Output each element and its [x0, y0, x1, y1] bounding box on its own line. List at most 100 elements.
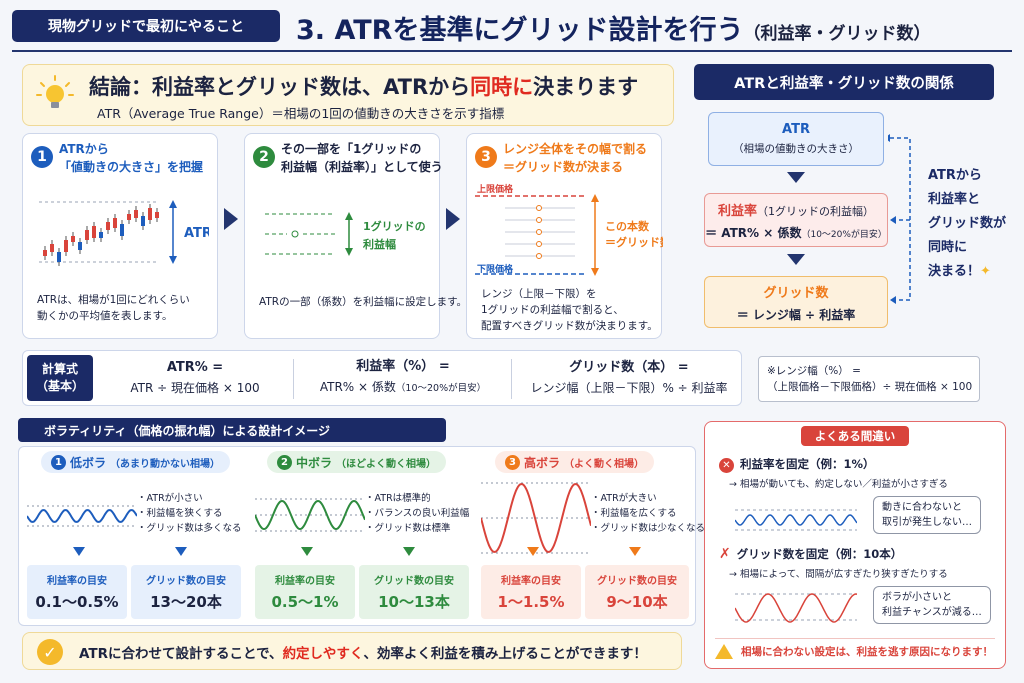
atr-tag: ATR: [184, 226, 209, 241]
warning-icon: [715, 644, 733, 659]
step-desc: ATRは、相場が1回にどれくらい: [37, 294, 190, 306]
step-heading: ATRから「値動きの大きさ」を把握: [59, 142, 204, 174]
step-desc: 配置すべきグリッド数が決まります。: [481, 320, 658, 332]
page-title: 3. ATRを基準にグリッド設計を行う（利益率・グリッド数）: [296, 15, 931, 46]
step-2-card: 2 その一部を「1グリッドの利益幅（利益率）」として使う 1グリッドの 利益幅 …: [244, 133, 467, 339]
candle-body: [92, 226, 96, 238]
cross-icon: ✗: [719, 546, 731, 562]
grid-width-tag: 1グリッドの: [363, 219, 426, 233]
grid-count-tag: ＝グリッド数: [605, 235, 663, 249]
step-1-card: 1 ATRから「値動きの大きさ」を把握 ATR ATRは、相場が1回にどれくらい…: [22, 133, 218, 339]
footer-banner: ✓ ATRに合わせて設計することで、約定しやすく、効率よく利益を積み上げることが…: [22, 632, 682, 670]
lightbulb-icon: [36, 75, 74, 108]
formula-badge: 計算式（基本）: [27, 355, 93, 401]
profit-width-diagram: 1グリッドの 利益幅: [265, 212, 426, 256]
candle-body: [85, 230, 89, 240]
vol-bullets: ・ATRが大きい・利益幅を広くする・グリッド数は少なくなる: [591, 493, 706, 534]
mid-vol-wave: [255, 498, 365, 532]
mistake-1-desc: → 相場が動いても、約定しない／利益が小さすぎる: [729, 479, 948, 490]
check-icon: ✓: [37, 639, 63, 665]
down-arrow-icon: [301, 547, 313, 556]
profit-rate-box: 利益率（1グリッドの利益幅） ＝ ATR% × 係数（10〜20%が目安）: [704, 193, 888, 247]
step-desc: レンジ（上限－下限）を: [481, 288, 597, 300]
flow-arrow-icon: [446, 208, 460, 230]
relation-bracket: [888, 134, 911, 304]
candle-body: [141, 216, 145, 226]
down-arrow-icon: [629, 547, 641, 556]
candle-body: [155, 212, 159, 218]
step-desc: 1グリッドの利益幅で割ると、: [481, 304, 624, 316]
volatility-title: ボラティリティ（価格の振れ幅）による設計イメージ: [18, 418, 446, 442]
title-divider: [12, 50, 1012, 52]
conclusion-box: 結論：利益率とグリッド数は、ATRから同時に決まります ATR（Average …: [22, 64, 674, 126]
grid-width-tag: 利益幅: [363, 237, 396, 251]
down-arrow-icon: [175, 547, 187, 556]
step-number: 1: [31, 146, 53, 168]
grid-order-dot: [536, 241, 542, 247]
step-3-card: 3 レンジ全体をその幅で割る＝グリッド数が決まる 上限価格 下限価格 この本数 …: [466, 133, 663, 339]
step-heading: レンジ全体をその幅で割る＝グリッド数が決まる: [503, 142, 648, 174]
range-division-diagram: 上限価格 下限価格 この本数 ＝グリッド数: [475, 183, 663, 276]
tagline-badge: 現物グリッドで最初にやること: [12, 10, 280, 42]
grid-count-tag: この本数: [605, 219, 650, 233]
flow-arrow-icon: [224, 208, 238, 230]
candle-body: [43, 250, 47, 256]
sparkle-icon: ✦: [980, 264, 991, 279]
candle-body: [99, 232, 103, 238]
candle-body: [64, 240, 68, 252]
formula-atr-percent: ATR% =ATR ÷ 現在価格 × 100: [130, 360, 260, 395]
low-vol-wave: [27, 505, 137, 527]
down-arrow-icon: [403, 547, 415, 556]
mistake-1-bubble: 動きに合わないと取引が発生しない…: [873, 496, 981, 534]
vol-bullets: ・ATRは標準的・バランスの良い利益幅・グリッド数は標準: [365, 493, 470, 534]
down-arrow-icon: [787, 254, 805, 265]
down-arrow-icon: [787, 172, 805, 183]
mistake-2-chart: [735, 593, 857, 623]
mistake-warning: 相場に合わない設定は、利益を逃す原因になります！: [715, 638, 995, 664]
footer-text: ATRに合わせて設計することで、約定しやすく、効率よく利益を積み上げることができ…: [79, 646, 647, 662]
candlestick-chart: ATR: [39, 200, 209, 266]
cross-icon: ✕: [719, 458, 734, 473]
relation-side-note: ATRから利益率とグリッド数が同時に決まる！✦: [928, 168, 1007, 279]
mistake-1-chart: [735, 509, 857, 531]
candle-body: [113, 218, 117, 228]
candle-body: [78, 242, 82, 250]
step-desc: 動くかの平均値を表します。: [37, 310, 173, 322]
mistake-2-desc: → 相場によって、間隔が広すぎたり狭すぎたりする: [729, 569, 948, 580]
mistake-2-heading: ✗グリッド数を固定（例：10本）: [719, 546, 903, 562]
relation-title: ATRと利益率・グリッド数の関係: [694, 64, 994, 100]
candle-body: [134, 210, 138, 218]
step-heading: その一部を「1グリッドの利益幅（利益率）」として使う: [281, 142, 443, 174]
grid-order-dot: [536, 205, 542, 211]
lower-price-label: 下限価格: [477, 263, 514, 275]
atr-box: ATR （相場の値動きの大きさ）: [708, 112, 884, 166]
candle-body: [148, 208, 152, 220]
conclusion-subtitle: ATR（Average True Range）＝相場の1回の値動きの大きさを示す…: [97, 106, 505, 121]
step-number: 2: [253, 146, 275, 168]
mistakes-panel: よくある間違い ✕利益率を固定（例：1%） → 相場が動いても、約定しない／利益…: [704, 421, 1006, 669]
grid-count-box: グリッド数 ＝ レンジ幅 ÷ 利益率: [704, 276, 888, 328]
down-arrow-icon: [527, 547, 539, 556]
formula-profit-rate: 利益率（%） =ATR% × 係数（10〜20%が目安）: [319, 359, 487, 394]
formula-grid-count: グリッド数（本） =レンジ幅（上限－下限）% ÷ 利益率: [530, 360, 728, 395]
candle-body: [120, 224, 124, 236]
mistake-1-heading: ✕利益率を固定（例：1%）: [719, 456, 875, 473]
candle-body: [57, 252, 61, 262]
down-arrow-icon: [73, 547, 85, 556]
grid-order-dot: [536, 217, 542, 223]
range-width-note: ※レンジ幅（%） =（上限価格－下限価格）÷ 現在価格 × 100: [758, 356, 980, 402]
mistakes-title: よくある間違い: [801, 426, 909, 446]
candle-body: [106, 222, 110, 230]
grid-order-dot: [536, 229, 542, 235]
mistake-2-bubble: ボラが小さいと利益チャンスが減る…: [873, 586, 991, 624]
